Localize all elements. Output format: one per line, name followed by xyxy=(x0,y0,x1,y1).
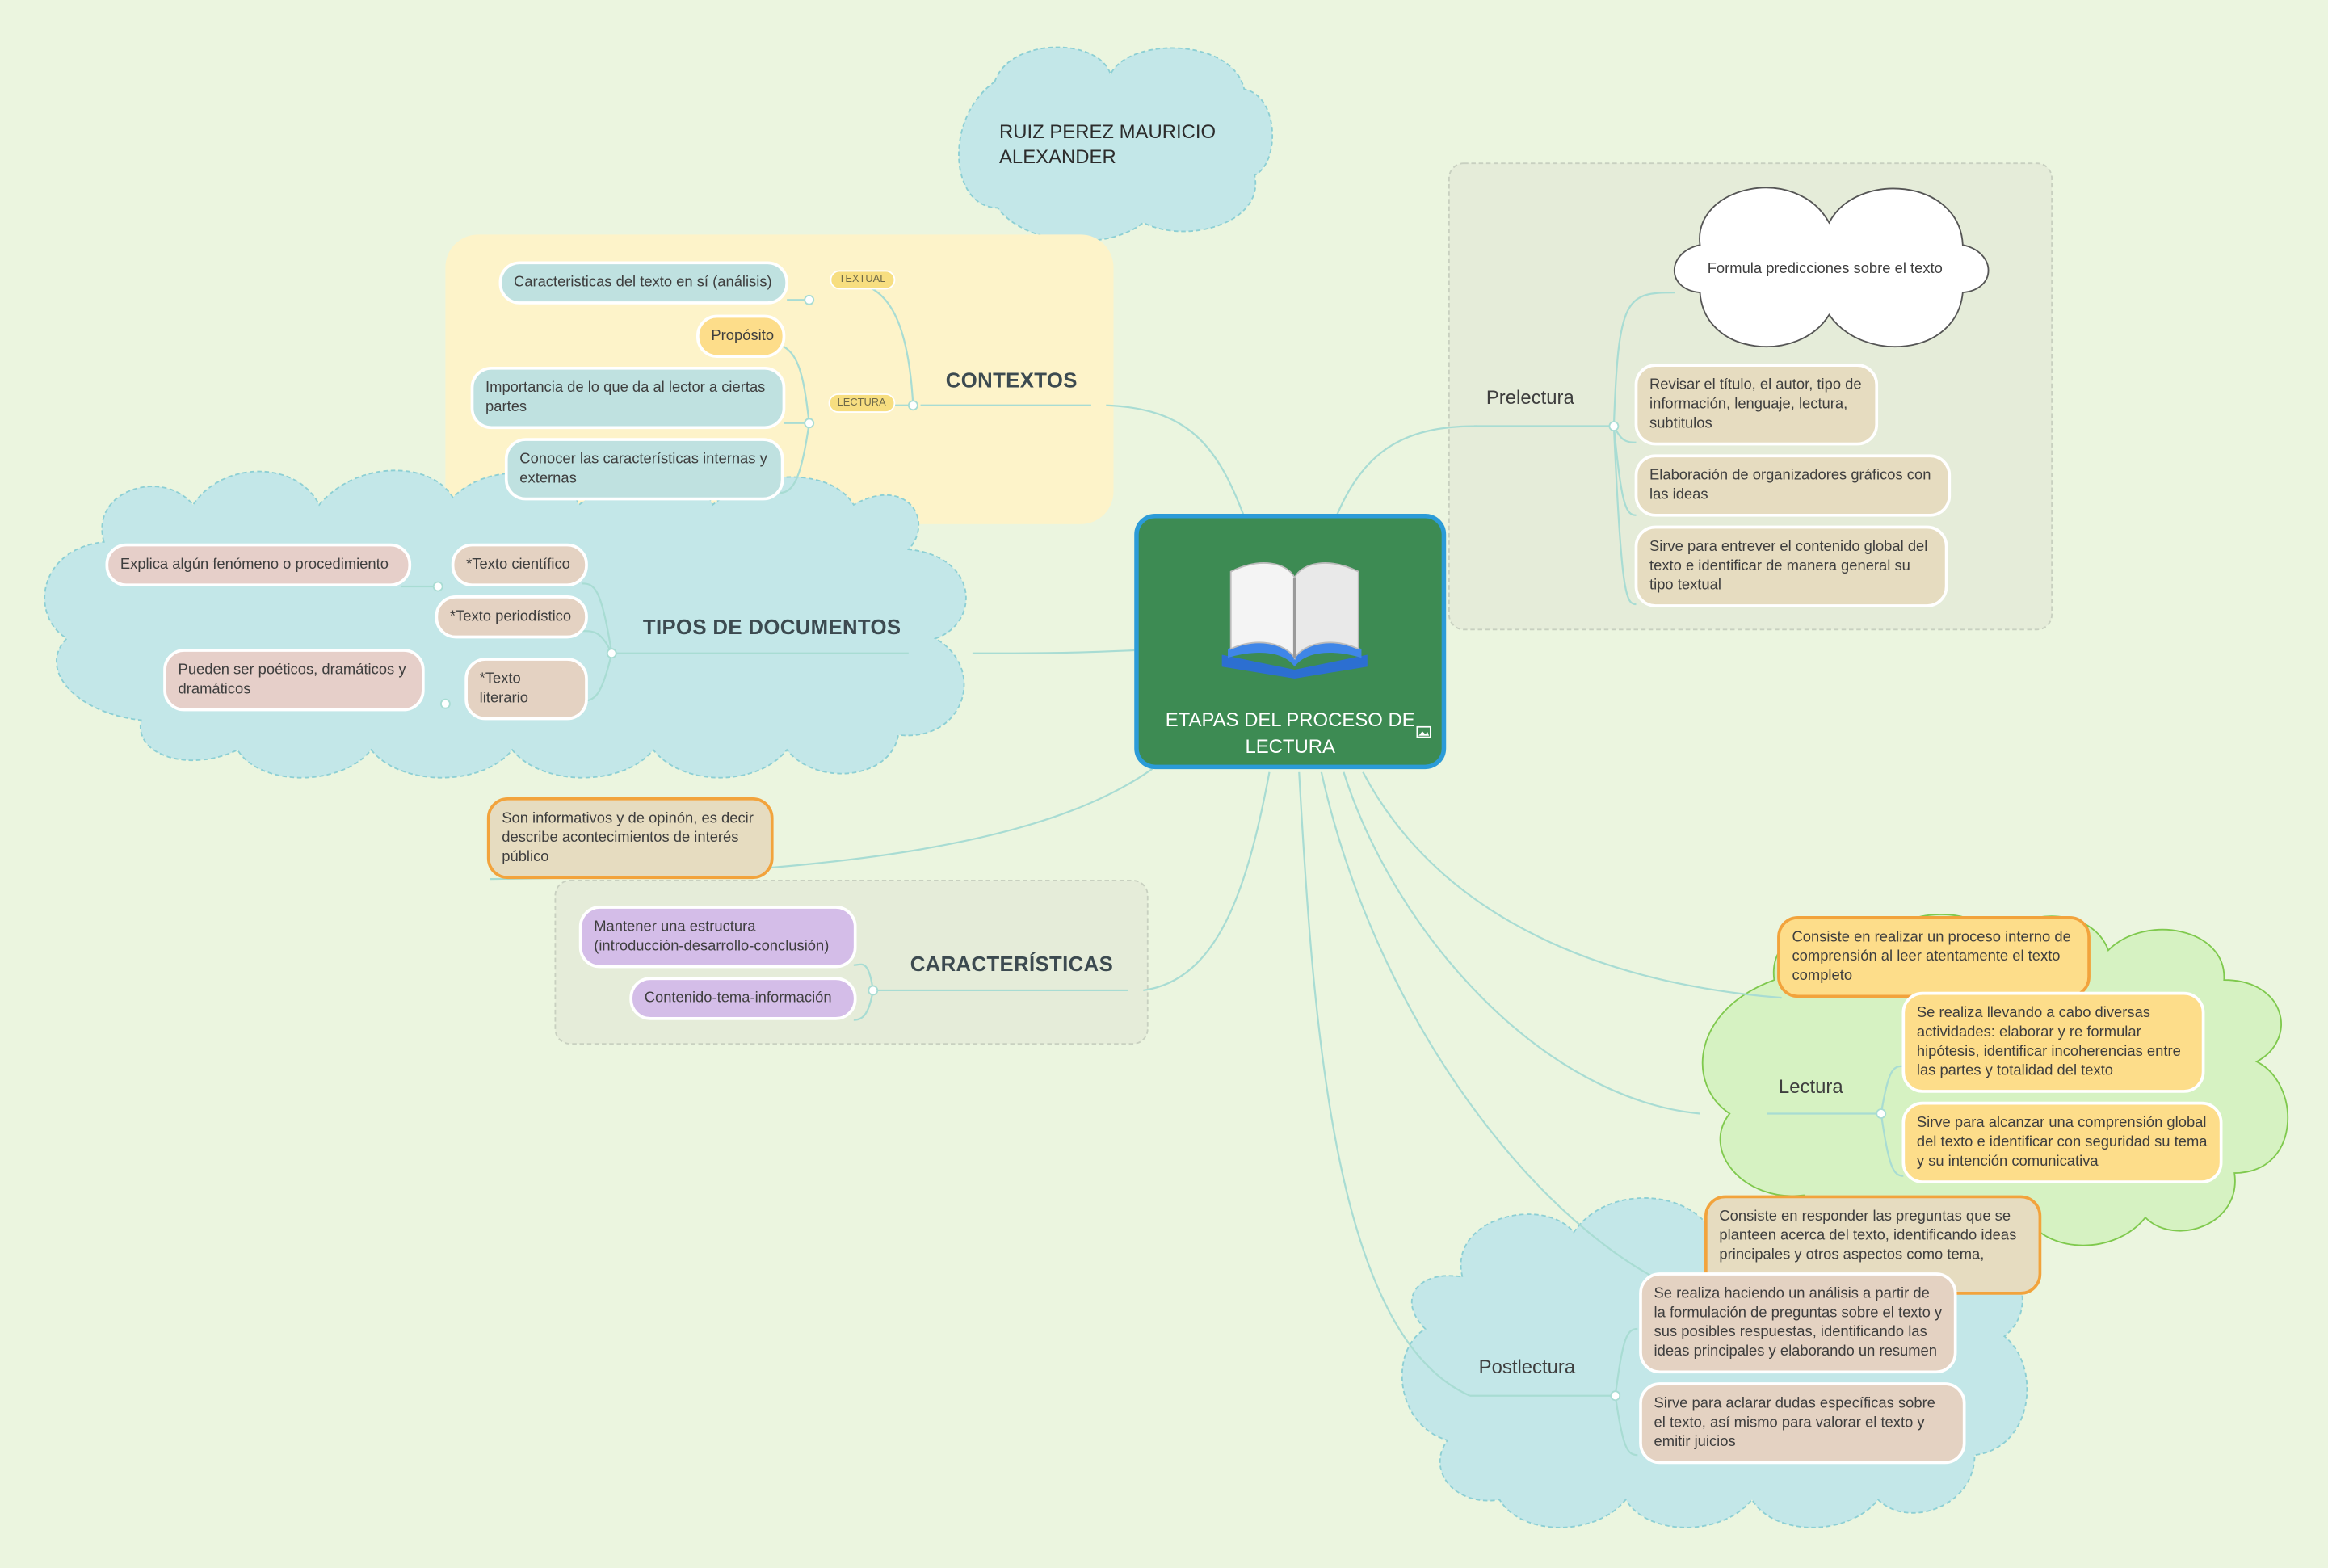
connector-dots xyxy=(432,294,1887,1402)
contextos-lectura-item[interactable]: Conocer las características internas y e… xyxy=(504,438,784,501)
caracteristica-item[interactable]: Contenido-tema-información xyxy=(629,977,857,1020)
lectura-tag[interactable]: LECTURA xyxy=(828,393,895,413)
postlectura-item[interactable]: Sirve para aclarar dudas específicas sob… xyxy=(1639,1382,1966,1465)
prelectura-prediccion[interactable]: Formula predicciones sobre el texto xyxy=(1707,261,1943,278)
tipo-periodistico-detail[interactable]: Son informativos y de opinón, es decir d… xyxy=(486,797,774,880)
tipo-cientifico[interactable]: *Texto científico xyxy=(451,543,588,587)
contextos-lectura-item[interactable]: Propósito xyxy=(696,314,786,358)
contextos-textual-item[interactable]: Caracteristicas del texto en sí (análisi… xyxy=(498,261,788,305)
image-icon[interactable] xyxy=(1416,725,1431,738)
prelectura-item[interactable]: Revisar el título, el autor, tipo de inf… xyxy=(1634,364,1879,446)
prelectura-item[interactable]: Elaboración de organizadores gráficos co… xyxy=(1634,454,1952,517)
central-title: ETAPAS DEL PROCESO DE LECTURA xyxy=(1165,708,1415,758)
caracteristica-item[interactable]: Mantener una estructura (introducción-de… xyxy=(578,906,857,969)
tipo-literario[interactable]: *Texto literario xyxy=(464,658,588,721)
author-label[interactable]: RUIZ PEREZ MAURICIO ALEXANDER xyxy=(998,120,1217,168)
contextos-lectura-item[interactable]: Importancia de lo que da al lector a cie… xyxy=(470,366,786,430)
lectura-item[interactable]: Sirve para alcanzar una comprensión glob… xyxy=(1901,1101,2223,1183)
lectura-item[interactable]: Consiste en realizar un proceso interno … xyxy=(1777,916,2091,998)
connectors xyxy=(401,281,1904,1457)
postlectura-title[interactable]: Postlectura xyxy=(1478,1356,1576,1378)
central-topic[interactable]: ETAPAS DEL PROCESO DE LECTURA xyxy=(1134,513,1447,770)
open-book-icon xyxy=(1221,562,1368,679)
prelectura-item[interactable]: Sirve para entrever el contenido global … xyxy=(1634,525,1948,607)
textual-tag[interactable]: TEXTUAL xyxy=(830,270,895,290)
tipo-literario-detail[interactable]: Pueden ser poéticos, dramáticos y dramát… xyxy=(163,649,425,712)
tipo-periodistico[interactable]: *Texto periodístico xyxy=(435,595,588,639)
postlectura-item[interactable]: Se realiza haciendo un análisis a partir… xyxy=(1639,1272,1957,1374)
tipo-cientifico-detail[interactable]: Explica algún fenómeno o procedimiento xyxy=(105,543,412,587)
author-cloud-shape xyxy=(958,46,1274,242)
prelectura-title[interactable]: Prelectura xyxy=(1485,385,1574,409)
lectura-item[interactable]: Se realiza llevando a cabo diversas acti… xyxy=(1901,991,2205,1093)
lectura-title[interactable]: Lectura xyxy=(1778,1074,1843,1098)
contextos-title[interactable]: CONTEXTOS xyxy=(945,368,1078,393)
caracteristicas-title[interactable]: CARACTERÍSTICAS xyxy=(910,952,1114,976)
tipos-title[interactable]: TIPOS DE DOCUMENTOS xyxy=(642,614,901,639)
predicciones-cloud-shape xyxy=(1673,187,1990,347)
